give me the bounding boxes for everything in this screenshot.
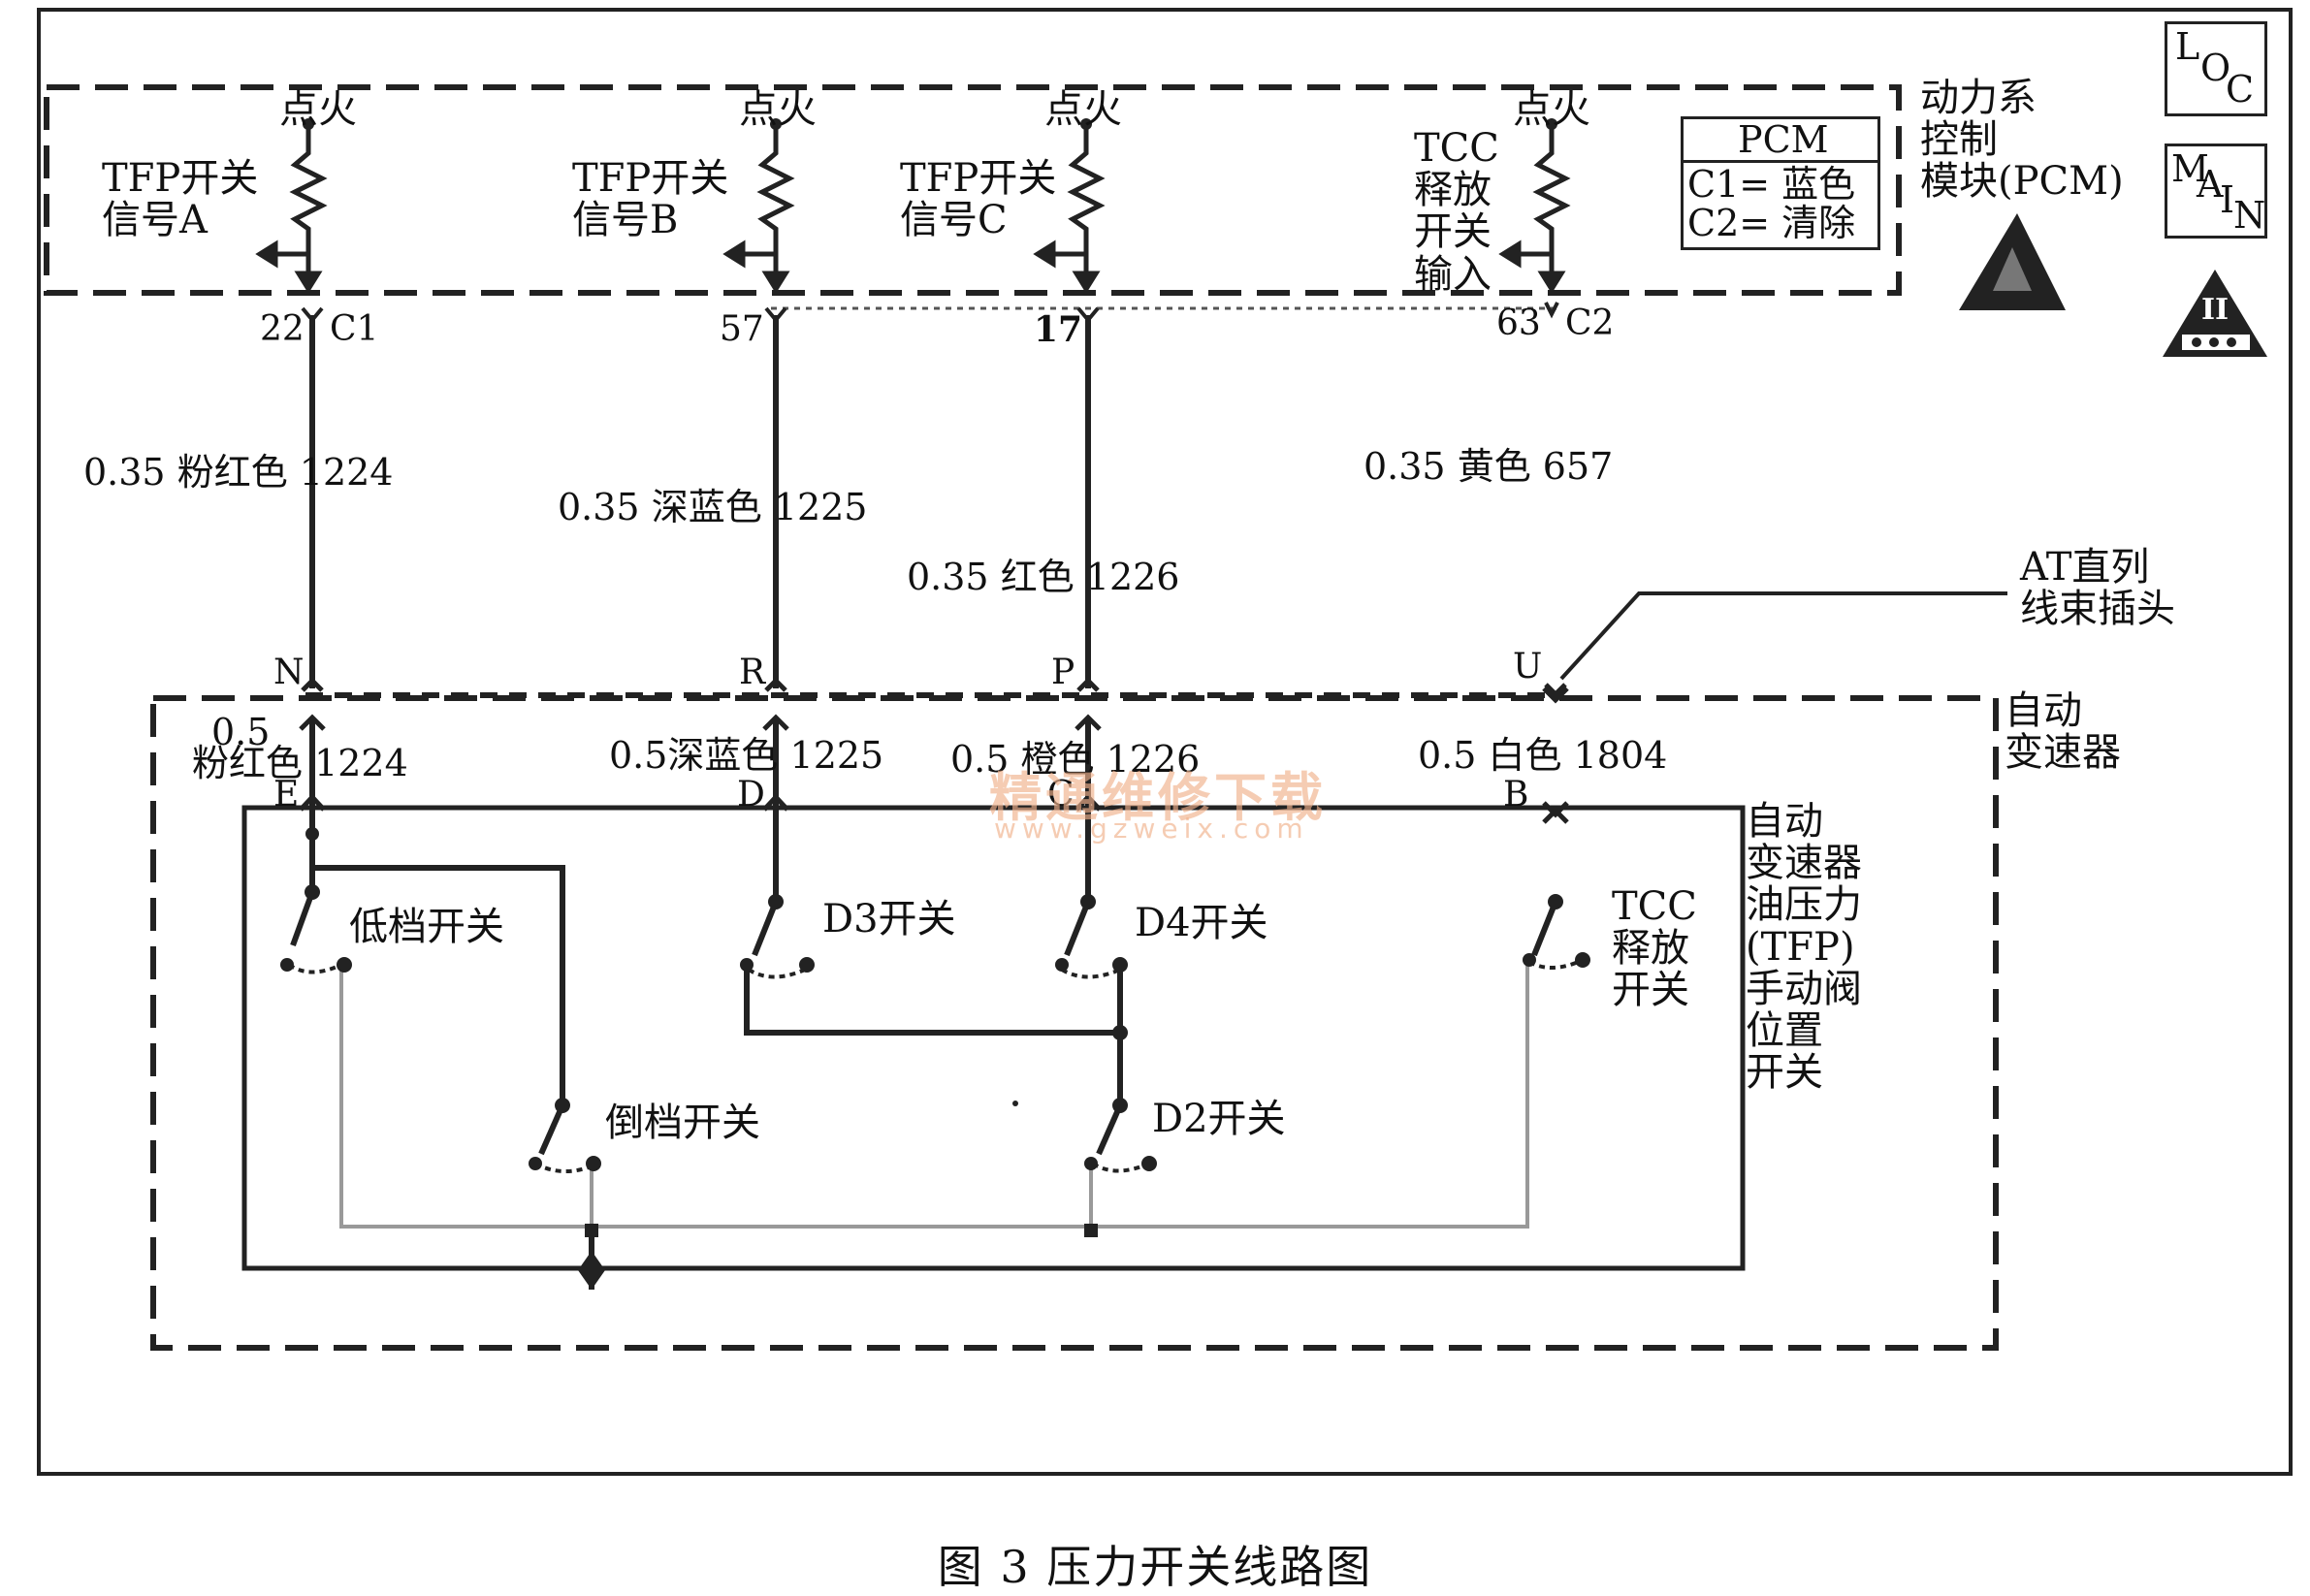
inline-pin-u: U [1513, 647, 1543, 686]
pcm-legend: PCM C1= 蓝色 C2= 清除 [1681, 116, 1880, 250]
trans-pin-c: C [1047, 775, 1075, 814]
main-badge-i: I [2220, 178, 2235, 221]
main-badge[interactable]: M A I N [2165, 144, 2267, 239]
ignition-label-tcc: 点火 [1513, 87, 1590, 132]
tfp-switch-assembly-label: 自动 变速器 油压力 (TFP) 手动阀 位置 开关 [1746, 799, 1862, 1096]
transmission-connector-chevrons [299, 793, 1569, 824]
signal-arrows [255, 239, 1566, 294]
pull-up-resistors [289, 124, 1571, 254]
c1-label: C1 [330, 309, 379, 349]
ground-symbol [578, 1224, 1098, 1290]
at-inline-connector-label: AT直列 线束插头 [2020, 545, 2175, 632]
d2-switch-label: D2开关 [1152, 1097, 1286, 1141]
d3-switch-label: D3开关 [822, 897, 956, 942]
pcm-legend-c2: C2= 清除 [1687, 202, 1856, 244]
harness-wires [309, 315, 1091, 688]
ignition-label-b: 点火 [739, 87, 817, 132]
pin-22: 22 [260, 309, 305, 349]
loc-badge-o: O [2200, 47, 2231, 89]
c2-label: C2 [1565, 303, 1615, 343]
trans-pin-d: D [737, 775, 765, 814]
reverse-switch-label: 倒档开关 [605, 1101, 760, 1145]
return-lines [339, 960, 1529, 1231]
outer-frame [37, 8, 2293, 1476]
tfp-signal-c-label: TFP开关 信号C [900, 156, 1057, 243]
pin-17: 17 [1034, 309, 1083, 350]
tfp-switch-boundary [241, 805, 1746, 1271]
tcc-release-switch-label: TCC 释放 开关 [1612, 884, 1697, 1013]
wire-1804-lower-label: 0.5 白色 1804 [1418, 734, 1668, 777]
class2-badge-label: II [2201, 293, 2230, 327]
loc-badge-l: L [2175, 25, 2200, 68]
trans-pin-b: B [1503, 775, 1529, 814]
tfp-signal-b-label: TFP开关 信号B [572, 156, 729, 243]
switch-contacts [280, 827, 1590, 1171]
low-gear-switch-label: 低档开关 [349, 905, 504, 949]
wire-1224-upper-label: 0.35 粉红色 1224 [83, 451, 394, 494]
pin-57: 57 [720, 309, 764, 349]
pcm-boundary [44, 84, 1902, 296]
ignition-label-c: 点火 [1044, 87, 1122, 132]
top-connector-chevrons [301, 302, 1559, 324]
pin-63: 63 [1496, 303, 1541, 343]
wire-1226-lower-label: 0.5 橙色 1226 [950, 738, 1201, 781]
loc-badge[interactable]: L O C [2165, 21, 2267, 116]
watermark-url: www.gzweix.com [994, 813, 1309, 845]
figure-caption: 图 3 压力开关线路图 [937, 1541, 1373, 1593]
wire-1224-lower-label: 粉红色 1224 [192, 742, 408, 784]
inline-pin-n: N [273, 653, 305, 692]
wire-1225-upper-label: 0.35 深蓝色 1225 [558, 486, 868, 528]
pcm-legend-c1: C1= 蓝色 [1687, 163, 1856, 206]
inline-pin-r: R [739, 653, 766, 692]
pcm-legend-title: PCM [1738, 118, 1829, 161]
class2-serial-data-icon [2163, 270, 2267, 357]
tcc-release-input-label: TCC 释放 开关 输入 [1414, 126, 1499, 297]
d4-switch-label: D4开关 [1135, 901, 1268, 945]
esd-icon [1959, 213, 2066, 310]
tfp-signal-a-label: TFP开关 信号A [102, 156, 259, 243]
watermark-text: 精通维修下载 [989, 766, 1327, 828]
main-badge-m: M [2171, 147, 2209, 190]
main-badge-a: A [2197, 163, 2224, 206]
main-badge-n: N [2233, 194, 2266, 237]
loc-badge-c: C [2226, 68, 2255, 111]
stray-mark [1012, 1101, 1018, 1106]
at-inline-leader [1559, 591, 2007, 681]
wire-1226-upper-label: 0.35 红色 1226 [907, 556, 1180, 598]
inline-connector-chevrons [299, 677, 1569, 731]
wire-1225-lower-label: 0.5深蓝色 1225 [609, 734, 884, 777]
switch-arcs [287, 958, 1584, 1174]
switch-network [290, 810, 1558, 1290]
pcm-name-label: 动力系 控制 模块(PCM) [1920, 76, 2124, 205]
automatic-transmission-label: 自动 变速器 [2005, 688, 2121, 776]
ignition-dots [303, 118, 1557, 130]
wire-1224-lower-gauge: 0.5 [211, 711, 271, 753]
ignition-label-a: 点火 [279, 87, 357, 132]
wire-657-upper-label: 0.35 黄色 657 [1364, 445, 1614, 488]
trans-pin-e: E [273, 775, 300, 814]
inline-pin-p: P [1051, 653, 1075, 692]
